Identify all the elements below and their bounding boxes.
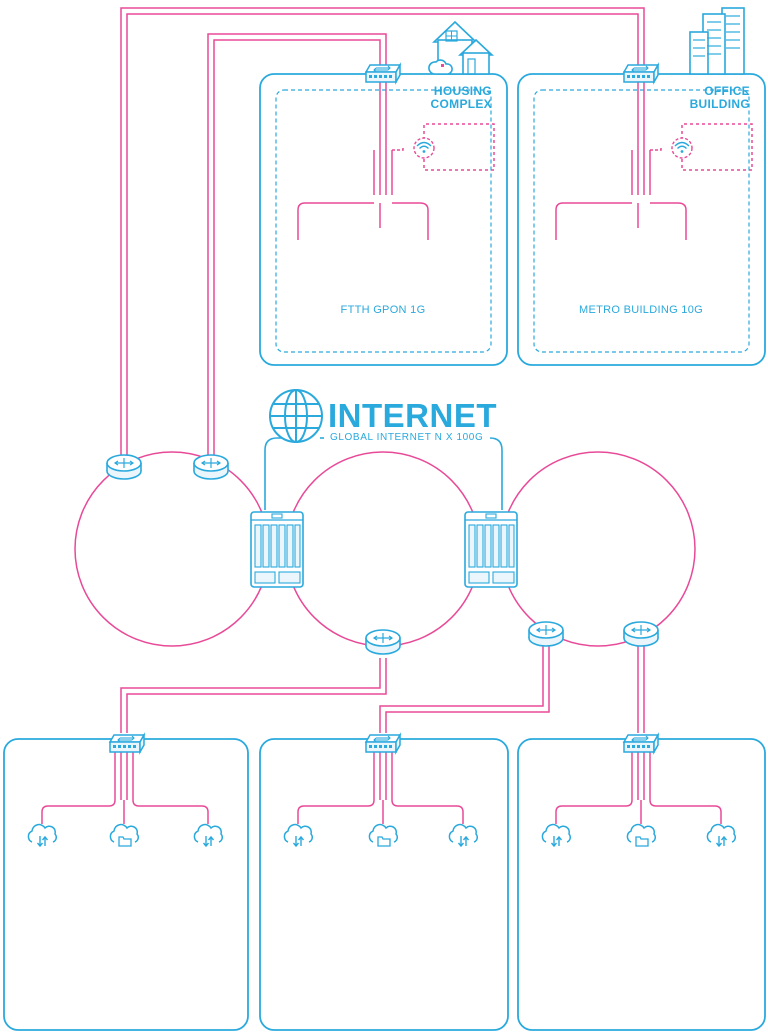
cloud-transfer-icon[interactable] <box>448 823 479 847</box>
server-rack-icon[interactable] <box>250 511 304 588</box>
cloud-folder-icon[interactable] <box>109 823 140 847</box>
cloud-folder-icon[interactable] <box>626 823 657 847</box>
router-icon[interactable] <box>193 454 229 480</box>
switch-icon[interactable] <box>365 734 401 753</box>
wifi-icon <box>413 137 435 159</box>
office-building-label: OFFICE BUILDING <box>660 85 750 111</box>
office-buildings-icon <box>689 7 745 75</box>
switch-icon[interactable] <box>623 734 659 753</box>
housing-label-line1: HOUSING <box>433 84 492 98</box>
router-icon[interactable] <box>106 454 142 480</box>
housing-tech-label: FTTH GPON 1G <box>340 304 426 316</box>
cloud-transfer-icon[interactable] <box>283 823 314 847</box>
house-icon <box>428 20 495 75</box>
fiber-links <box>74 7 753 733</box>
bottom-branches <box>41 752 722 824</box>
server-rack-icon[interactable] <box>464 511 518 588</box>
bottom-box-1 <box>3 738 249 1031</box>
globe-icon <box>269 389 323 443</box>
cloud-transfer-icon[interactable] <box>27 823 58 847</box>
internet-title: INTERNET <box>328 397 497 434</box>
bottom-box-2 <box>259 738 509 1031</box>
cloud-transfer-icon[interactable] <box>706 823 737 847</box>
router-icon[interactable] <box>365 629 401 655</box>
cloud-transfer-icon[interactable] <box>193 823 224 847</box>
bottom-box-3 <box>517 738 766 1031</box>
switch-icon[interactable] <box>365 64 401 83</box>
router-icon[interactable] <box>623 621 659 647</box>
internet-connectors <box>264 437 503 510</box>
office-building-box <box>517 73 766 366</box>
housing-complex-box <box>259 73 508 366</box>
router-icon[interactable] <box>528 621 564 647</box>
housing-complex-label: HOUSING COMPLEX <box>400 85 492 111</box>
office-tech-label: METRO BUILDING 10G <box>579 304 703 316</box>
internet-subtitle: GLOBAL INTERNET N X 100G <box>330 432 484 443</box>
office-label-line2: BUILDING <box>689 97 750 111</box>
switch-icon[interactable] <box>109 734 145 753</box>
office-label-line1: OFFICE <box>704 84 750 98</box>
cloud-transfer-icon[interactable] <box>541 823 572 847</box>
wifi-icon <box>671 137 693 159</box>
cloud-folder-icon[interactable] <box>368 823 399 847</box>
switch-icon[interactable] <box>623 64 659 83</box>
housing-label-line2: COMPLEX <box>430 97 492 111</box>
